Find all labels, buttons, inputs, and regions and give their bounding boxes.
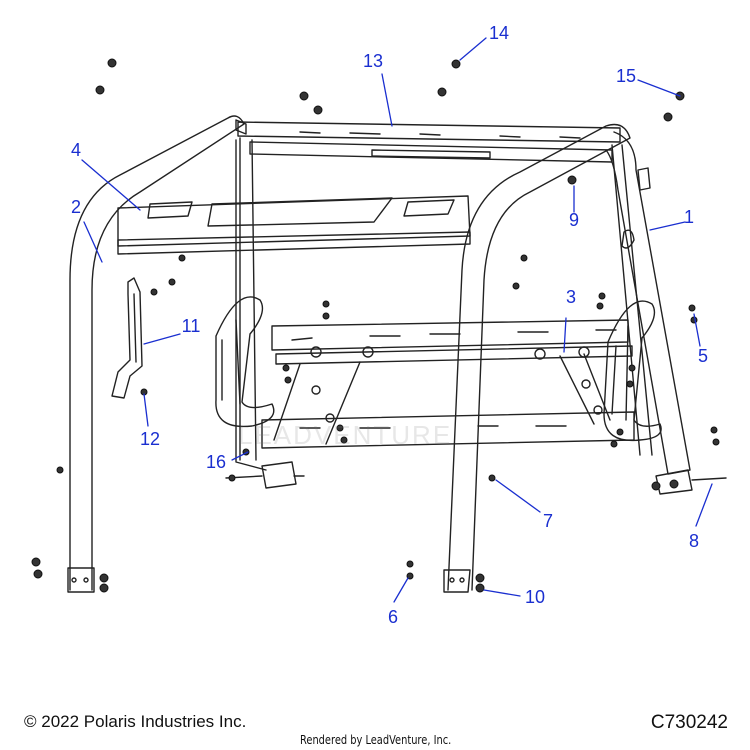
callout-8[interactable]: 8 — [688, 531, 700, 551]
callout-10[interactable]: 10 — [524, 587, 546, 607]
rear-top-bar — [237, 121, 621, 163]
front-cross-panel — [117, 195, 471, 255]
watermark: LEADVENTURE — [238, 420, 453, 450]
callout-1[interactable]: 1 — [683, 207, 695, 227]
callout-6[interactable]: 6 — [387, 607, 399, 627]
side-bracket — [111, 277, 143, 399]
callout-14[interactable]: 14 — [488, 23, 510, 43]
callout-2[interactable]: 2 — [70, 197, 82, 217]
callout-13[interactable]: 13 — [362, 51, 384, 71]
callout-12[interactable]: 12 — [139, 429, 161, 449]
callout-7[interactable]: 7 — [542, 511, 554, 531]
callout-16[interactable]: 16 — [205, 452, 227, 472]
callout-5[interactable]: 5 — [697, 346, 709, 366]
diagram-code: C730242 — [650, 712, 728, 733]
fasteners — [31, 58, 720, 593]
leader-lines — [81, 37, 713, 603]
right-roll-bar — [443, 123, 691, 593]
left-roll-bar — [67, 115, 247, 593]
callout-3[interactable]: 3 — [565, 287, 577, 307]
rear-grab-handles — [215, 296, 662, 442]
copyright-notice: © 2022 Polaris Industries Inc. — [24, 712, 247, 731]
callout-9[interactable]: 9 — [568, 210, 580, 230]
rear-posts — [235, 137, 653, 471]
callout-4[interactable]: 4 — [70, 140, 82, 160]
callout-11[interactable]: 11 — [181, 316, 201, 336]
rendered-by-credit: Rendered by LeadVenture, Inc. — [300, 733, 452, 747]
callout-15[interactable]: 15 — [615, 66, 637, 86]
